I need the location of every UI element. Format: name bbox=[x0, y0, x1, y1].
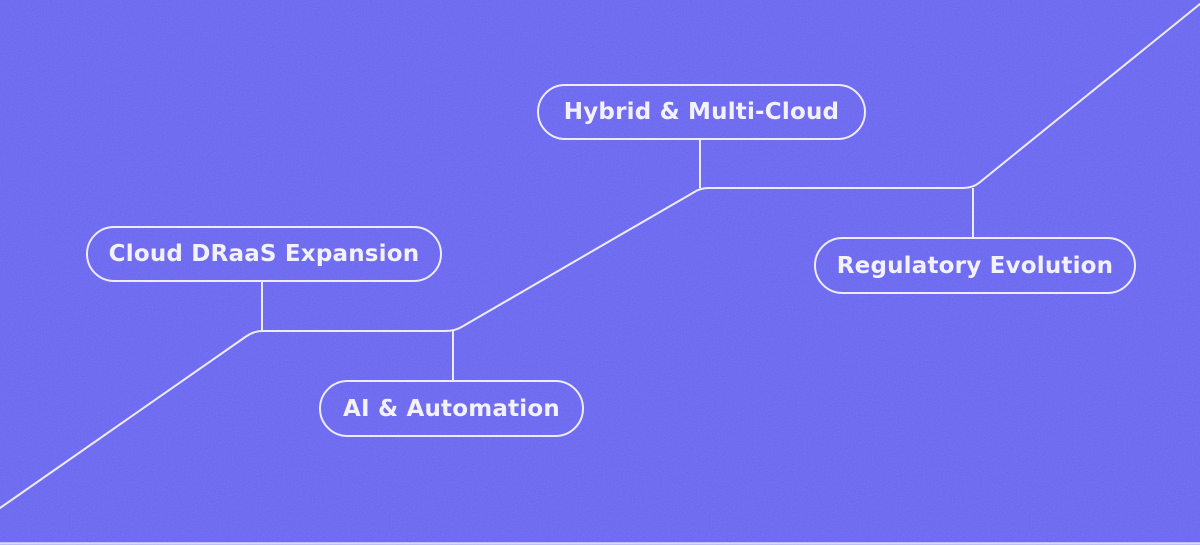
node-label: Hybrid & Multi-Cloud bbox=[563, 99, 840, 125]
node-regulatory-evolution[interactable]: Regulatory Evolution bbox=[814, 237, 1136, 294]
node-label: Regulatory Evolution bbox=[836, 252, 1114, 279]
node-cloud-draas-expansion[interactable]: Cloud DRaaS Expansion bbox=[86, 226, 442, 282]
node-label: Cloud DRaaS Expansion bbox=[108, 241, 420, 267]
node-hybrid-and-multi-cloud[interactable]: Hybrid & Multi-Cloud bbox=[537, 84, 866, 140]
node-label: AI & Automation bbox=[343, 395, 560, 422]
node-ai-and-automation[interactable]: AI & Automation bbox=[319, 380, 584, 437]
